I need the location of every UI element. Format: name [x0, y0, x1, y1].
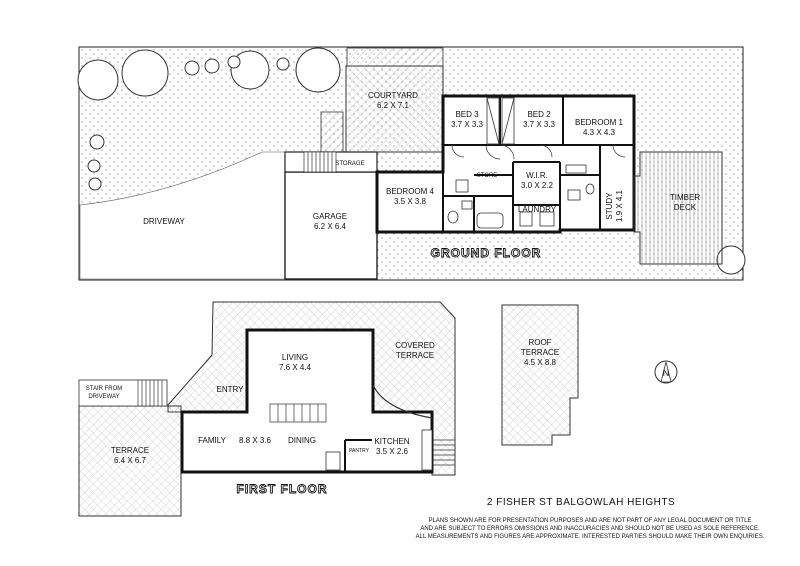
- north-label: N: [663, 368, 670, 378]
- roof-terrace-plan: ROOF TERRACE 4.5 X 8.8: [501, 304, 579, 446]
- kitchen-label: KITCHEN: [374, 437, 409, 446]
- kitchen-dims: 3.5 X 2.6: [376, 447, 409, 456]
- interior-walls: [442, 96, 634, 232]
- disclaimer-line: AND ARE SUBJECT TO ERRORS OMISSIONS AND …: [420, 526, 760, 532]
- pantry-label: PANTRY: [349, 448, 369, 454]
- bedroom1-label: BEDROOM 1: [575, 118, 624, 127]
- disclaimer-line: ALL MEASUREMENTS AND FIGURES ARE APPROXI…: [416, 534, 765, 540]
- ground-floor-plan: COURTYARD 6.2 X 7.1 BED 3 3.7 X 3.3 BED …: [77, 46, 746, 281]
- tree-icon: [77, 47, 746, 275]
- driveway-area: [79, 151, 286, 280]
- covered-terrace-label: COVERED: [395, 341, 435, 350]
- timber-deck: [633, 151, 723, 265]
- bed3-label: BED 3: [455, 110, 479, 119]
- courtyard-dims: 6.2 X 7.1: [377, 101, 410, 110]
- roof-terrace-area: [501, 304, 579, 446]
- timber-deck-label: TIMBER: [670, 193, 700, 202]
- kitchen-fixtures: [325, 429, 433, 471]
- wir-dims: 3.0 X 2.2: [521, 181, 554, 190]
- planter: [346, 47, 444, 67]
- stairs: [433, 439, 455, 466]
- first-floor-walls: [180, 328, 434, 474]
- bathroom-fixtures: [447, 164, 595, 229]
- roof-terrace-dims: 4.5 X 8.8: [524, 358, 557, 367]
- property-address: 2 FISHER ST BALGOWLAH HEIGHTS: [487, 497, 675, 508]
- living-label: LIVING: [282, 353, 308, 362]
- storage-label: STORAGE: [335, 161, 364, 167]
- first-floor-plan: LIVING 7.6 X 4.4 COVERED TERRACE ENTRY S…: [78, 301, 456, 517]
- bed2-label: BED 2: [527, 110, 551, 119]
- disclaimer-line: PLANS SHOWN ARE FOR PRESENTATION PURPOSE…: [429, 518, 752, 524]
- terrace-area: [78, 405, 182, 517]
- door-swing: [451, 144, 626, 160]
- planter: [320, 111, 344, 153]
- entry-label: ENTRY: [217, 385, 245, 394]
- interior-walls: [344, 439, 372, 472]
- stairs: [303, 151, 337, 173]
- ground-floor-title: GROUND FLOOR: [431, 246, 542, 260]
- courtyard-area: [345, 65, 444, 153]
- stair-label: STAIR FROM: [86, 386, 123, 392]
- study-label: STUDY: [605, 192, 614, 220]
- stair-from-driveway: [78, 379, 168, 407]
- balustrade: [372, 384, 433, 419]
- family-dining-dims: 8.8 X 3.6: [239, 436, 272, 445]
- store-label: STORE: [477, 173, 498, 179]
- bed3-dims: 3.7 X 3.3: [451, 120, 484, 129]
- driveway-label: DRIVEWAY: [143, 217, 185, 226]
- timber-deck-label: DECK: [674, 203, 697, 212]
- stairs: [137, 380, 163, 406]
- bedroom4-label: BEDROOM 4: [386, 187, 435, 196]
- wardrobe: [486, 97, 515, 145]
- covered-terrace-label: TERRACE: [396, 351, 434, 360]
- laundry-label: LAUNDRY: [518, 205, 557, 214]
- dining-label: DINING: [288, 436, 316, 445]
- first-floor-title: FIRST FLOOR: [237, 482, 328, 496]
- roof-terrace-label: TERRACE: [521, 348, 559, 357]
- garage-label: GARAGE: [313, 212, 347, 221]
- internal-stairs: [269, 403, 327, 423]
- family-label: FAMILY: [198, 436, 227, 445]
- bedroom4-dims: 3.5 X 3.8: [394, 197, 427, 206]
- living-dims: 7.6 X 4.4: [279, 363, 312, 372]
- study-dims: 1.9 X 4.1: [615, 189, 624, 222]
- wir-label: W.I.R.: [526, 171, 548, 180]
- bed2-dims: 3.7 X 3.3: [523, 120, 556, 129]
- terrace-label: TERRACE: [111, 446, 149, 455]
- garage-dims: 6.2 X 6.4: [314, 222, 347, 231]
- stair-label: DRIVEWAY: [88, 394, 119, 400]
- north-arrow-icon: N: [654, 360, 678, 384]
- bedroom1-dims: 4.3 X 4.3: [583, 128, 616, 137]
- roof-terrace-label: ROOF: [528, 338, 551, 347]
- terrace-dims: 6.4 X 6.7: [114, 456, 147, 465]
- courtyard-label: COURTYARD: [368, 91, 418, 100]
